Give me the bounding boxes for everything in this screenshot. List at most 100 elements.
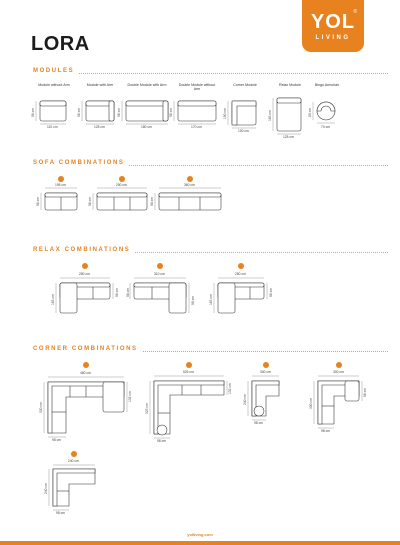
corner-combo-1-drawing xyxy=(47,381,125,434)
section-title-corner: CORNER COMBINATIONS xyxy=(33,346,142,352)
dimension-width: 125 cm xyxy=(94,125,105,129)
dimension-height: 240 cm xyxy=(44,483,48,494)
dimension-height: 98 cm xyxy=(169,108,173,117)
dimension-height: 98 cm xyxy=(117,108,121,117)
dimension-height: 300 cm xyxy=(309,398,313,409)
module-label: Module with Arm xyxy=(86,83,114,87)
combo-marker-dot xyxy=(82,263,88,269)
section-title-modules: MODULES xyxy=(33,68,79,74)
module-with-arm-drawing xyxy=(85,100,115,122)
dimension-width: 300 cm xyxy=(260,370,271,374)
registered-mark: ® xyxy=(353,9,357,15)
relax-module-drawing xyxy=(276,97,302,132)
dimension-lines xyxy=(35,98,363,511)
dimension-height: 98 cm xyxy=(150,197,154,206)
brand-logo: YOL ® LIVING xyxy=(302,0,364,52)
relax-combo-2-drawing xyxy=(133,282,187,314)
module-label: Double Module with Arm xyxy=(127,83,167,87)
dimension-side: 132 cm xyxy=(228,383,232,394)
corner-combo-5-drawing xyxy=(52,468,96,507)
dimension-height: 323 cm xyxy=(145,403,149,414)
dimension-height: 85 cm xyxy=(308,108,312,117)
dimension-height: 330 cm xyxy=(39,402,43,413)
combo-marker-dot xyxy=(83,362,89,368)
dimension-width: 180 cm xyxy=(141,125,152,129)
dimension-width: 250 cm xyxy=(116,183,127,187)
relax-combo-1-drawing xyxy=(59,282,111,314)
dimension-depth: 98 cm xyxy=(321,429,330,433)
dimension-width: 195 cm xyxy=(55,183,66,187)
corner-module-drawing xyxy=(231,100,257,126)
combo-marker-dot xyxy=(157,263,163,269)
dimension-height: 240 cm xyxy=(243,394,247,405)
dimension-width: 460 cm xyxy=(80,371,91,375)
dimension-depth: 98 cm xyxy=(56,511,65,515)
dimension-width: 125 cm xyxy=(283,135,294,139)
module-label: Module without Arm xyxy=(38,83,70,87)
sofa-combo-3-drawing xyxy=(96,192,148,211)
logo-subtitle: LIVING xyxy=(315,35,351,41)
combo-marker-dot xyxy=(58,176,64,182)
dimension-width: 360 cm xyxy=(184,183,195,187)
combo-marker-dot xyxy=(119,176,125,182)
section-divider xyxy=(33,73,388,74)
dimension-height: 98 cm xyxy=(36,197,40,206)
product-title: LORA xyxy=(31,33,90,55)
dimension-height: 98 cm xyxy=(88,197,92,206)
dimension-height: 100 cm xyxy=(223,108,227,119)
dimension-width: 525 cm xyxy=(183,370,194,374)
dimension-side: 98 cm xyxy=(115,288,119,297)
section-divider xyxy=(33,165,388,166)
module-label: Bingo Armchair xyxy=(314,83,340,87)
dimension-height: 163 cm xyxy=(268,110,272,121)
bingo-armchair-drawing xyxy=(316,101,336,121)
section-title-relax: RELAX COMBINATIONS xyxy=(33,247,135,253)
dimension-width: 300 cm xyxy=(333,370,344,374)
section-divider xyxy=(33,252,388,253)
combo-marker-dot xyxy=(186,362,192,368)
dimension-height: 163 cm xyxy=(51,294,55,305)
corner-combo-2-drawing xyxy=(153,380,225,436)
module-label: Relax Module xyxy=(279,83,301,87)
relax-combo-3-drawing xyxy=(217,282,265,314)
dimension-depth: 98 cm xyxy=(157,439,166,443)
combo-marker-dot xyxy=(263,362,269,368)
dimension-width: 250 cm xyxy=(235,272,246,276)
section-divider xyxy=(33,351,388,352)
dimension-side: 98 cm xyxy=(269,288,273,297)
combo-marker-dot xyxy=(238,263,244,269)
corner-combo-4-drawing xyxy=(317,380,360,425)
dimension-side: 98 cm xyxy=(191,296,195,305)
sofa-combo-2-drawing xyxy=(44,192,78,211)
combo-marker-dot xyxy=(71,451,77,457)
module-label: Double Module without Arm xyxy=(178,83,216,92)
dimension-height: 98 cm xyxy=(31,108,35,117)
double-module-without-arm-drawing xyxy=(177,100,217,122)
module-without-arm-drawing xyxy=(39,100,67,122)
logo-wordmark: YOL xyxy=(310,11,356,33)
sofa-combo-4-drawing xyxy=(158,192,222,211)
module-label: Corner Module xyxy=(233,83,257,87)
dimension-width: 110 cm xyxy=(47,125,58,129)
combo-marker-dot xyxy=(187,176,193,182)
footer-bar xyxy=(0,541,400,545)
dimension-depth: 98 cm xyxy=(254,421,263,425)
corner-combo-3-drawing xyxy=(251,380,280,417)
dimension-width: 170 cm xyxy=(191,125,202,129)
dimension-side: 98 cm xyxy=(363,388,367,397)
dimension-width: 100 cm xyxy=(238,129,249,133)
dimension-side: 98 cm xyxy=(126,288,130,297)
dimension-width: 240 cm xyxy=(68,459,79,463)
dimension-height: 163 cm xyxy=(209,294,213,305)
dimension-side: 132 cm xyxy=(128,391,132,402)
website-link[interactable]: yolliving.com xyxy=(187,532,213,537)
dimension-width: 70 cm xyxy=(321,125,330,129)
dimension-width: 310 cm xyxy=(154,272,165,276)
dimension-width: 280 cm xyxy=(79,272,90,276)
dimension-height: 98 cm xyxy=(77,108,81,117)
combo-marker-dot xyxy=(336,362,342,368)
dimension-depth: 98 cm xyxy=(52,438,61,442)
section-title-sofa: SOFA COMBINATIONS xyxy=(33,160,129,166)
double-module-with-arm-drawing xyxy=(125,100,169,122)
